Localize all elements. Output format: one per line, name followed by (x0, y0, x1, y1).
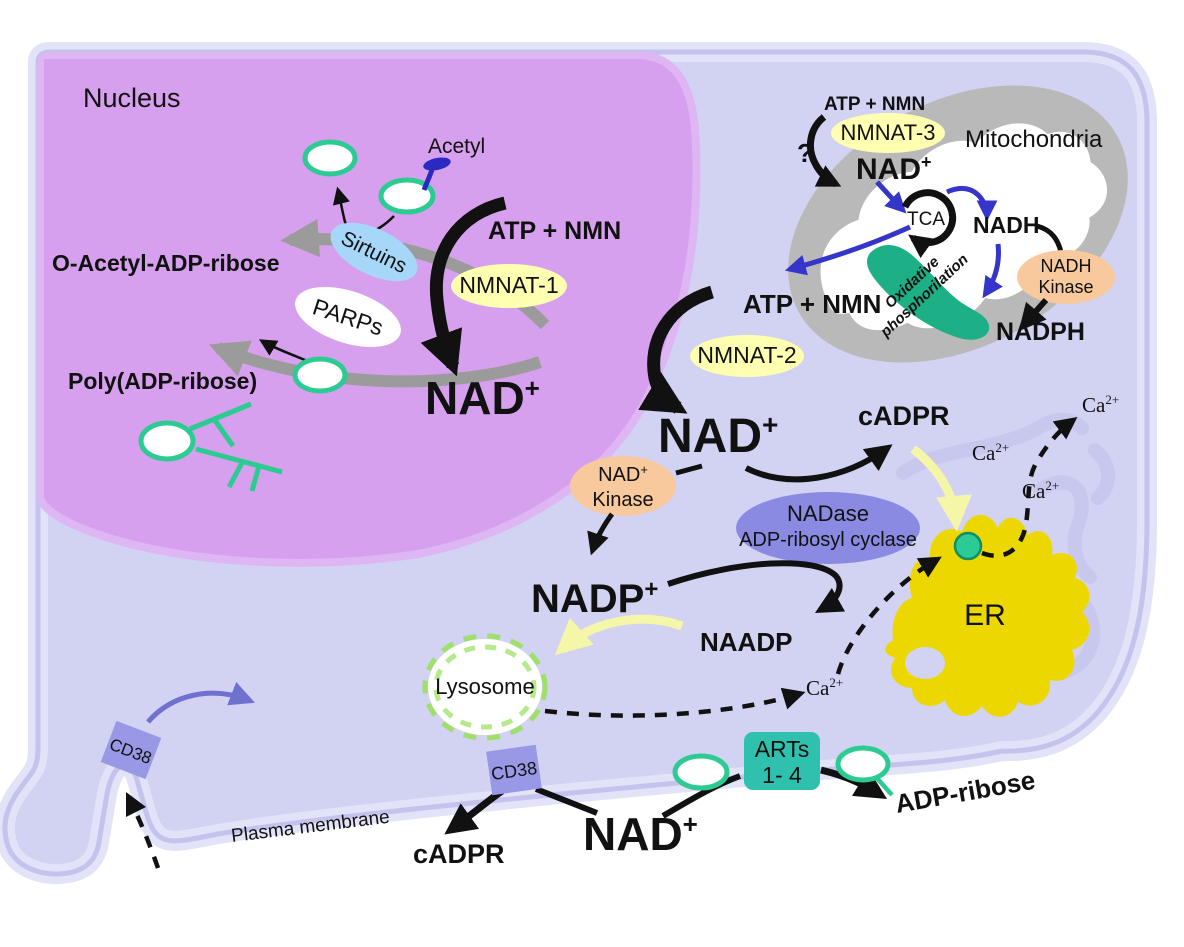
cd38-transporter-mid: CD38 (486, 744, 542, 796)
nmnat3-reaction-arrow (806, 114, 842, 188)
er-label: ER (964, 599, 1006, 632)
arrow-kinase-to-nadp (587, 512, 615, 556)
nmnat3-label: NMNAT-3 (841, 120, 936, 145)
mitochondria: Mitochondria ATP + NMN ? NMNAT-3 NAD+ TC… (784, 85, 1128, 363)
blue-arrow-mito-to-cytosol (784, 224, 912, 276)
cd38-transporter-left: CD38 (100, 720, 162, 780)
nmnat2-enzyme: NMNAT-2 (690, 335, 804, 377)
cadpr-label-cytosol: cADPR (858, 401, 950, 431)
arrow-nadp-to-naadp (667, 560, 846, 613)
nadh-kinase-label-line2: Kinase (1038, 277, 1093, 297)
nad-to-cd38-link (534, 786, 599, 816)
lysosome-membrane-inner (433, 644, 537, 730)
lysosome-body (428, 639, 542, 735)
yellow-arrow-naadp-to-lysosome (554, 614, 684, 656)
nadh-kinase-label-line1: NADH (1040, 256, 1091, 276)
nad-to-kinase-link (675, 463, 703, 476)
nadase-label-line2: ADP-ribosyl cyclase (739, 529, 917, 551)
nad-label-mito: NAD+ (856, 152, 932, 186)
nad-kinase-label-line1: NAD+ (598, 462, 648, 486)
nadh-to-kinase-link (1036, 223, 1064, 253)
arts-label-line1: ARTs (755, 736, 810, 762)
nucleus-label: Nucleus (83, 83, 181, 113)
histone-par-icon (138, 420, 196, 462)
arrow-kinase-to-nadph (1018, 297, 1049, 332)
atp-nmn-label-mito: ATP + NMN (824, 94, 925, 115)
tca-label: TCA (907, 209, 945, 230)
acetyl-pin-stem (421, 169, 435, 191)
blue-arrow-cd38-left (146, 682, 255, 724)
dashed-arrow-ca-to-er (835, 556, 942, 675)
blue-arrow-nadh-down (982, 243, 1003, 299)
ribosylated-protein-tail (874, 775, 894, 797)
ca-label-er-top: Ca2+ (1082, 392, 1119, 417)
lysosome: Lysosome (422, 633, 548, 741)
blue-arrow-nad-to-tca (875, 180, 907, 214)
nmnat3-enzyme: NMNAT-3 (831, 113, 945, 153)
arrow-nad-to-cadpr (744, 444, 893, 483)
poly-adp-ribose-structure (189, 401, 283, 492)
nmnat1-enzyme: NMNAT-1 (451, 264, 567, 308)
dashed-arrow-lysosome-to-ca (544, 687, 806, 718)
er-lumen-gap (905, 647, 945, 679)
ca-label-er-low: Ca2+ (1022, 478, 1059, 503)
lysosome-label: Lysosome (435, 674, 534, 699)
nmnat2-label: NMNAT-2 (697, 342, 796, 368)
histone-acetylated-icon (378, 177, 436, 215)
oxidative-phosphorylation-shape (866, 244, 990, 340)
plasma-membrane-outline (2, 49, 1150, 877)
nadph-label: NADPH (996, 318, 1085, 346)
ryanodine-receptor-icon (953, 531, 983, 561)
arts-label-line2: 1- 4 (762, 762, 802, 788)
histone-icon (302, 139, 358, 177)
nmnat1-reaction-arrow (420, 196, 507, 377)
histone-free-icon (292, 356, 348, 394)
nad-label-extracellular: NAD+ (583, 808, 698, 860)
gray-arrow-to-par (209, 340, 542, 388)
par-label: Poly(ADP-ribose) (68, 368, 257, 394)
nad-kinase-label-line2: Kinase (592, 489, 653, 511)
atp-nmn-label-nucleus: ATP + NMN (488, 217, 621, 245)
blue-arrow-tca-to-nadh (945, 186, 998, 222)
nad-kinase-enzyme: NAD+ Kinase (570, 456, 676, 516)
ca-label-near-lysosome: Ca2+ (806, 675, 843, 700)
ca-label-er-mid: Ca2+ (972, 440, 1009, 465)
acetyl-label: Acetyl (428, 135, 485, 158)
nad-label-nucleus: NAD+ (425, 372, 540, 424)
tca-cycle-arrow (901, 189, 957, 259)
dashed-arrow-to-cd38-left (125, 791, 161, 869)
parps-enzyme: PARPs (295, 286, 401, 348)
calcium-signaling (125, 416, 1078, 869)
nad-label-cytosol: NAD+ (658, 409, 778, 463)
lysosome-membrane-outer (422, 633, 548, 741)
naadp-label: NAADP (700, 627, 792, 657)
acetyl-pin-icon (423, 157, 451, 171)
protein-ribosylated-icon (835, 745, 891, 783)
nadase-enzyme: NADase ADP-ribosyl cyclase (736, 492, 920, 564)
question-mark-label: ? (797, 138, 813, 168)
dashed-arrow-er-ca-release (981, 416, 1078, 558)
nadh-kinase-enzyme: NADH Kinase (1017, 250, 1115, 304)
arts-enzyme: ARTs 1- 4 (744, 732, 820, 790)
nad-to-arts-link (661, 773, 742, 819)
atp-nmn-label-cytosol: ATP + NMN (743, 289, 881, 319)
cadpr-label-extracellular: cADPR (413, 839, 505, 869)
protein-target-icon (672, 753, 730, 791)
nadh-label: NADH (973, 212, 1039, 238)
mitochondria-label: Mitochondria (965, 126, 1103, 153)
nmnat1-label: NMNAT-1 (459, 272, 558, 298)
nmnat2-reaction-arrow (638, 285, 715, 414)
oaadpr-label: O-Acetyl-ADP-ribose (52, 250, 279, 276)
nadp-label: NADP+ (531, 576, 658, 621)
nadase-label-line1: NADase (787, 501, 869, 526)
yellow-arrow-cadpr-to-er (910, 445, 972, 532)
